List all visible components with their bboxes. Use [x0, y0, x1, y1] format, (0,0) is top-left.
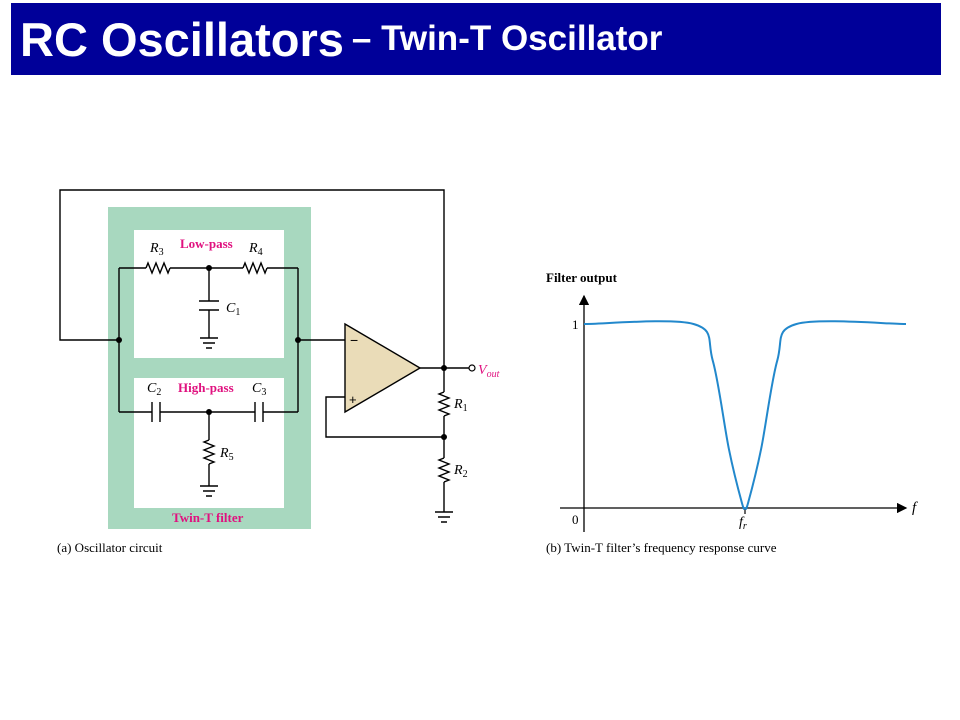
resistor-r4 [242, 261, 268, 275]
opamp-minus-sign: − [350, 332, 358, 348]
low-pass-label: Low-pass [180, 236, 233, 251]
r3-label: R3 [149, 241, 164, 258]
ground-r5 [200, 485, 218, 497]
circuit-caption: (a) Oscillator circuit [57, 540, 163, 555]
c2-label: C2 [147, 381, 161, 398]
y-tick-1: 1 [572, 317, 579, 332]
slide-title: RC Oscillators [20, 12, 344, 66]
resistor-r5 [202, 439, 216, 465]
c3-label: C3 [252, 381, 266, 398]
twin-t-label: Twin-T filter [172, 510, 244, 525]
chart-ylabel: Filter output [546, 270, 618, 285]
ground-r2 [435, 511, 453, 523]
vout-terminal [468, 364, 476, 372]
resistor-r2 [437, 457, 451, 483]
frequency-response-chart: Filter output 1 0 fr f (b) Twin-T filter… [546, 270, 918, 555]
r2-label: R2 [453, 463, 468, 480]
resistor-r1 [437, 391, 451, 417]
title-bar: RC Oscillators – Twin-T Oscillator [11, 3, 941, 75]
ground-c1 [200, 337, 218, 349]
opamp-plus-sign: + [349, 392, 357, 407]
op-amp [344, 322, 422, 414]
r1-label: R1 [453, 397, 468, 414]
high-pass-label: High-pass [178, 380, 234, 395]
vout-label: Vout [478, 363, 500, 380]
response-curve [583, 320, 907, 510]
slide-subtitle: – Twin-T Oscillator [351, 19, 663, 58]
feedback-wire [59, 189, 445, 368]
chart-xlabel: f [912, 500, 918, 516]
c1-label: C1 [226, 301, 240, 318]
chart-caption: (b) Twin-T filter’s frequency response c… [546, 540, 777, 555]
r4-label: R4 [248, 241, 263, 258]
x-tick-fr: fr [739, 515, 747, 532]
resistor-r3 [145, 261, 171, 275]
y-tick-0: 0 [572, 512, 579, 527]
oscillator-circuit: − + Low-pass High-pass Twin-T filter Vou… [57, 189, 500, 555]
noninverting-feedback-wire [325, 396, 444, 438]
r5-label: R5 [219, 446, 234, 463]
